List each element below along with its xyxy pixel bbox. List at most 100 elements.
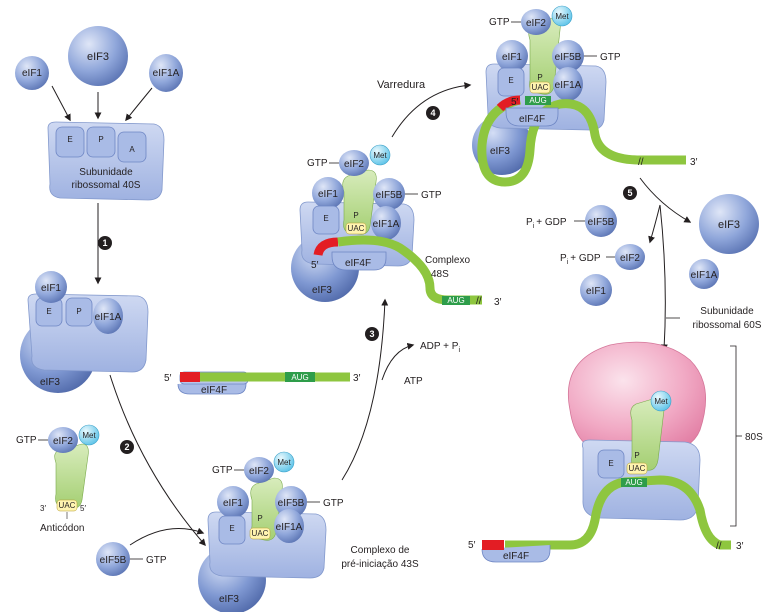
eif2-label-5: eIF2 <box>526 18 546 29</box>
eif1-label-4: eIF1 <box>318 189 338 200</box>
pi-gdp-2: Pi+ GDP <box>560 253 601 266</box>
three-prime-4: 3′ <box>736 541 744 552</box>
label-80s: 80S <box>745 432 763 443</box>
step3-number: 3 <box>369 329 374 339</box>
eif3-label-4: eIF3 <box>312 285 332 296</box>
arrow-to-80s <box>659 204 668 352</box>
step1-badge <box>98 236 112 250</box>
site-p: P <box>98 135 103 144</box>
met-label-5: Met <box>555 12 569 21</box>
step4-number: 4 <box>430 108 435 118</box>
eif1-label: eIF1 <box>22 68 42 79</box>
eif3-label-6: eIF3 <box>718 219 740 231</box>
five-prime-1: 5′ <box>164 373 172 384</box>
eif1-label-3: eIF1 <box>223 498 243 509</box>
site-p-4: P <box>353 211 358 220</box>
arrow-eif1a <box>125 87 153 122</box>
arrow-eif1 <box>51 85 71 122</box>
eif4f-label-4: eIF4F <box>503 551 529 562</box>
site-e-5: E <box>508 76 513 85</box>
arrow-release-eif3 <box>639 177 692 223</box>
ternary-complex: GTP eIF2 Met UAC 3′ 5′ Anticódon <box>16 424 100 534</box>
gtp-label-8: GTP <box>600 52 621 63</box>
site-a: A <box>129 145 135 154</box>
site-e-6: E <box>608 459 613 468</box>
adp-label: ADP + Pi <box>420 341 460 354</box>
aug-label-3: AUG <box>529 96 546 105</box>
subunit60-label-2: ribossomal 60S <box>693 320 762 331</box>
five-prime-3: 5′ <box>511 97 519 108</box>
arrow-step2 <box>109 374 206 547</box>
three-prime-1: 3′ <box>353 373 361 384</box>
met-label-4: Met <box>373 151 387 160</box>
eif5b-gtp: eIF5B GTP <box>96 542 167 576</box>
arrow-eif5b <box>129 527 205 546</box>
eif1-factor <box>15 56 49 90</box>
complex48-label-2: 48S <box>431 269 449 280</box>
eif4f-label-2: eIF4F <box>345 258 371 269</box>
aug-label-1: AUG <box>291 373 308 382</box>
eif5b-label-5: eIF5B <box>588 217 615 228</box>
eif1a-factor <box>149 54 183 92</box>
break-mark-3: // <box>716 541 722 552</box>
eif2-label-4: eIF2 <box>344 159 364 170</box>
eif1a-label-5: eIF1A <box>555 80 582 91</box>
eif1-label-2: eIF1 <box>41 283 61 294</box>
complex43-label-1: Complexo de <box>351 545 410 556</box>
ribosome-80s: E Met P UAC AUG eIF4F 5′ // 3′ 80S <box>468 341 763 563</box>
step5-number: 5 <box>627 188 632 198</box>
complex-48s: eIF1 eIF5B E eIF1A P UAC eIF2 Met GTP GT… <box>291 144 502 308</box>
eif1a-label-6: eIF1A <box>691 270 718 281</box>
aug-label-2: AUG <box>447 296 464 305</box>
free-factors-group: eIF3 eIF1 eIF1A <box>15 26 183 92</box>
three-prime-2: 3′ <box>494 297 502 308</box>
uac-label-1: UAC <box>59 501 76 510</box>
gtp-label-4: GTP <box>323 498 344 509</box>
site-p-5: P <box>537 73 542 82</box>
site-p-2: P <box>76 307 81 316</box>
eif1a-label: eIF1A <box>153 68 180 79</box>
subunit60-label-1: Subunidade <box>700 306 754 317</box>
three-prime-3: 3′ <box>690 157 698 168</box>
break-mark-2: // <box>638 157 644 168</box>
three-prime-trna: 3′ <box>40 504 46 513</box>
eif1a-label-2: eIF1A <box>95 312 122 323</box>
step5-badge <box>623 186 637 200</box>
pi-gdp-1: Pi+ GDP <box>526 217 567 230</box>
eif5b-label-3: eIF5B <box>376 190 403 201</box>
eif3-label-2: eIF3 <box>40 377 60 388</box>
complex43-label-2: pré-iniciação 43S <box>341 559 419 570</box>
arrow-step4 <box>391 82 472 138</box>
eif1-label-5: eIF1 <box>502 52 522 63</box>
arrow-step3 <box>341 298 389 481</box>
site-e-3: E <box>229 524 234 533</box>
eif4f-label-3: eIF4F <box>519 114 545 125</box>
gtp-label-2: GTP <box>146 555 167 566</box>
step2-number: 2 <box>124 442 129 452</box>
eif3-label-5: eIF3 <box>490 146 510 157</box>
uac-label-3: UAC <box>252 529 269 538</box>
five-prime-2: 5′ <box>311 260 319 271</box>
uac-label-6: UAC <box>629 464 646 473</box>
anticodon-label: Anticódon <box>40 523 84 534</box>
arrow-atp <box>381 342 415 381</box>
site-e-4: E <box>323 214 328 223</box>
step2-badge <box>120 440 134 454</box>
uac-label-5: UAC <box>532 83 549 92</box>
eif3-factor <box>68 26 128 86</box>
uac-label-4: UAC <box>348 224 365 233</box>
gtp-label-6: GTP <box>421 190 442 201</box>
eif5b-label-1: eIF5B <box>100 555 127 566</box>
break-mark-1: // <box>476 296 482 307</box>
five-prime-trna: 5′ <box>80 504 86 513</box>
site-e: E <box>67 135 72 144</box>
complex-43s: eIF1 eIF5B E eIF1A P UAC eIF2 Met GTP GT… <box>198 451 419 612</box>
gtp-label-7: GTP <box>489 17 510 28</box>
subunit40-label-1: Subunidade <box>79 167 133 178</box>
step4-badge <box>426 106 440 120</box>
subunit-40s: E P A Subunidade ribossomal 40S <box>47 121 165 201</box>
eif2-label-3: eIF2 <box>249 466 269 477</box>
eif1a-label-3: eIF1A <box>276 522 303 533</box>
